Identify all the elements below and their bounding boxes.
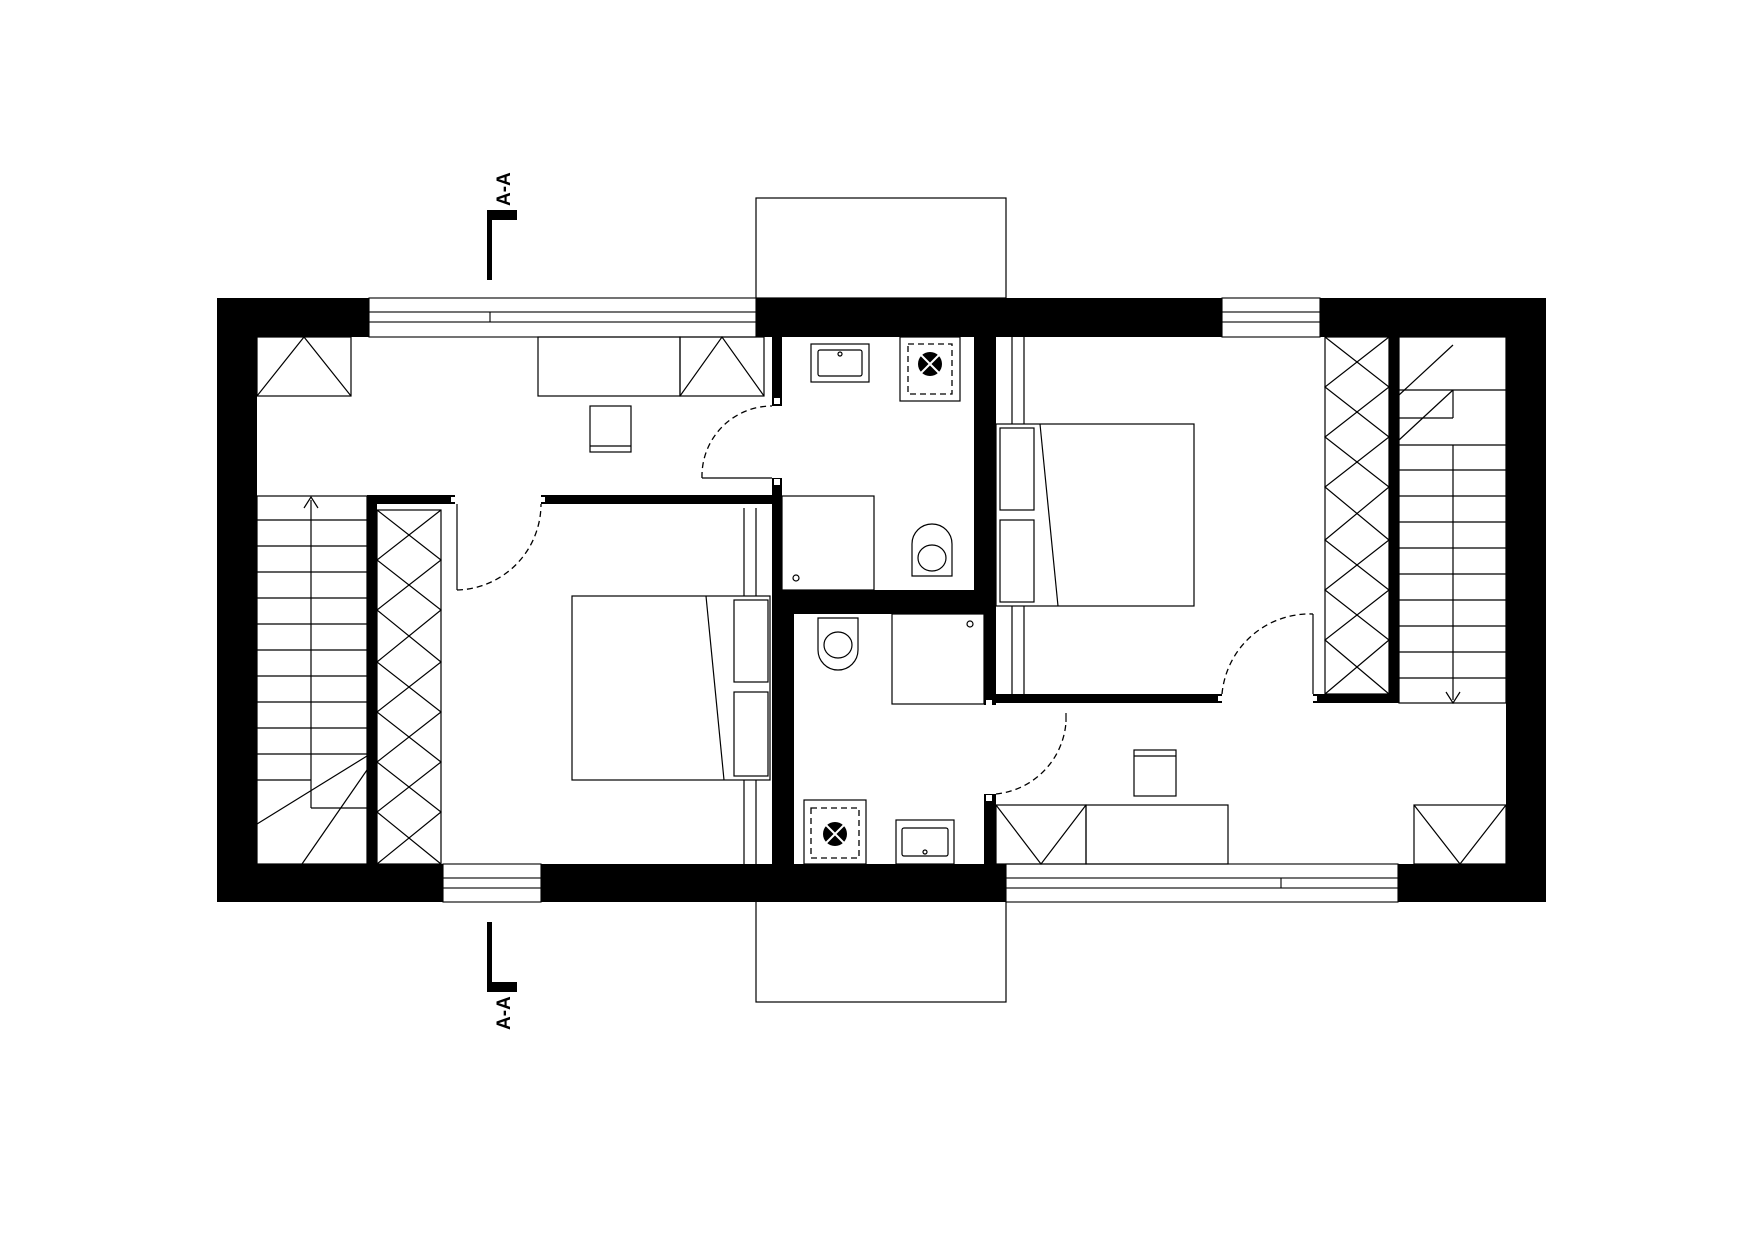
wall-top-middle bbox=[756, 298, 1222, 337]
wall-right bbox=[1506, 298, 1546, 902]
bath1-toilet bbox=[911, 523, 953, 577]
bath1-sink bbox=[810, 343, 870, 383]
cabinet-bottom-right-b bbox=[1413, 804, 1507, 865]
wall-bottom-right bbox=[1398, 864, 1546, 902]
section-marker-top: A-A bbox=[487, 172, 517, 280]
bath2-tub bbox=[891, 613, 985, 705]
wall-bottom-left bbox=[217, 864, 443, 902]
chair-bottom-right bbox=[1133, 749, 1177, 797]
wall-bath-core bbox=[772, 590, 994, 614]
wardrobe-left-bedroom bbox=[743, 508, 757, 864]
balcony-top bbox=[755, 197, 1007, 299]
door-right-bedroom bbox=[1221, 613, 1314, 695]
window-bottom-left bbox=[442, 863, 542, 903]
desk-bottom-right bbox=[1085, 804, 1229, 865]
wall-bath2-right-b bbox=[984, 794, 996, 865]
bath2-sink bbox=[895, 819, 955, 865]
wall-left-room-divider-b bbox=[541, 495, 774, 504]
section-marker-bottom: A-A bbox=[487, 922, 517, 1030]
wall-bath2-left bbox=[782, 614, 794, 864]
wall-stair-left bbox=[367, 495, 377, 865]
wall-right-room-divider-a bbox=[994, 694, 1222, 703]
wardrobe-right-bedroom bbox=[1011, 337, 1025, 694]
window-top-right bbox=[1221, 297, 1321, 338]
section-label-bottom: A-A bbox=[494, 996, 515, 1030]
staircase-left bbox=[256, 495, 368, 865]
wall-left bbox=[217, 298, 257, 902]
wall-bath1-left-lower bbox=[772, 478, 782, 864]
nightstand-right-b bbox=[999, 519, 1035, 603]
door-bath2 bbox=[995, 713, 1067, 795]
wall-bath1-left bbox=[772, 336, 782, 406]
cabinet-top-middle bbox=[679, 335, 765, 397]
stair-arrow-down-icon bbox=[1445, 445, 1461, 705]
bath1-shower bbox=[899, 336, 961, 402]
balcony-bottom bbox=[755, 900, 1007, 1003]
wardrobe-left bbox=[376, 509, 442, 865]
wardrobe-right bbox=[1324, 336, 1390, 695]
floor-drain-icon bbox=[823, 822, 847, 846]
bath2-toilet bbox=[817, 617, 859, 671]
interior-walls bbox=[367, 336, 1399, 865]
floor-drain-icon bbox=[918, 352, 942, 376]
cabinet-top-left bbox=[256, 336, 352, 397]
stair-arrow-up-icon bbox=[303, 495, 319, 780]
cabinet-bottom-right-a bbox=[995, 804, 1087, 865]
wall-bath2-right-a bbox=[984, 605, 996, 705]
section-label-top: A-A bbox=[494, 172, 515, 206]
chair-top-left bbox=[589, 405, 632, 453]
wall-bottom-middle bbox=[541, 864, 1006, 902]
window-bottom-right bbox=[1005, 863, 1399, 903]
wall-right-room-divider-b bbox=[1313, 694, 1396, 703]
wall-left-room-divider-a bbox=[367, 495, 455, 504]
wall-stair-right bbox=[1389, 336, 1399, 703]
nightstand-right-a bbox=[999, 427, 1035, 511]
door-bath1 bbox=[701, 405, 773, 479]
bed-right bbox=[995, 423, 1195, 607]
stair-treads-left bbox=[256, 519, 368, 865]
door-jambs bbox=[451, 398, 1317, 801]
nightstand-left-b bbox=[733, 691, 769, 777]
window-top-left bbox=[368, 297, 757, 338]
bath1-tub bbox=[781, 495, 875, 591]
nightstand-left-a bbox=[733, 599, 769, 683]
bath2-shower bbox=[803, 799, 867, 865]
wall-bath-center bbox=[974, 336, 996, 614]
door-left-bedroom bbox=[456, 503, 542, 591]
desk-top-left bbox=[537, 336, 681, 397]
staircase-right bbox=[1398, 336, 1507, 705]
doors bbox=[456, 405, 1314, 795]
exterior-walls bbox=[217, 298, 1546, 902]
bed-left bbox=[571, 595, 771, 781]
